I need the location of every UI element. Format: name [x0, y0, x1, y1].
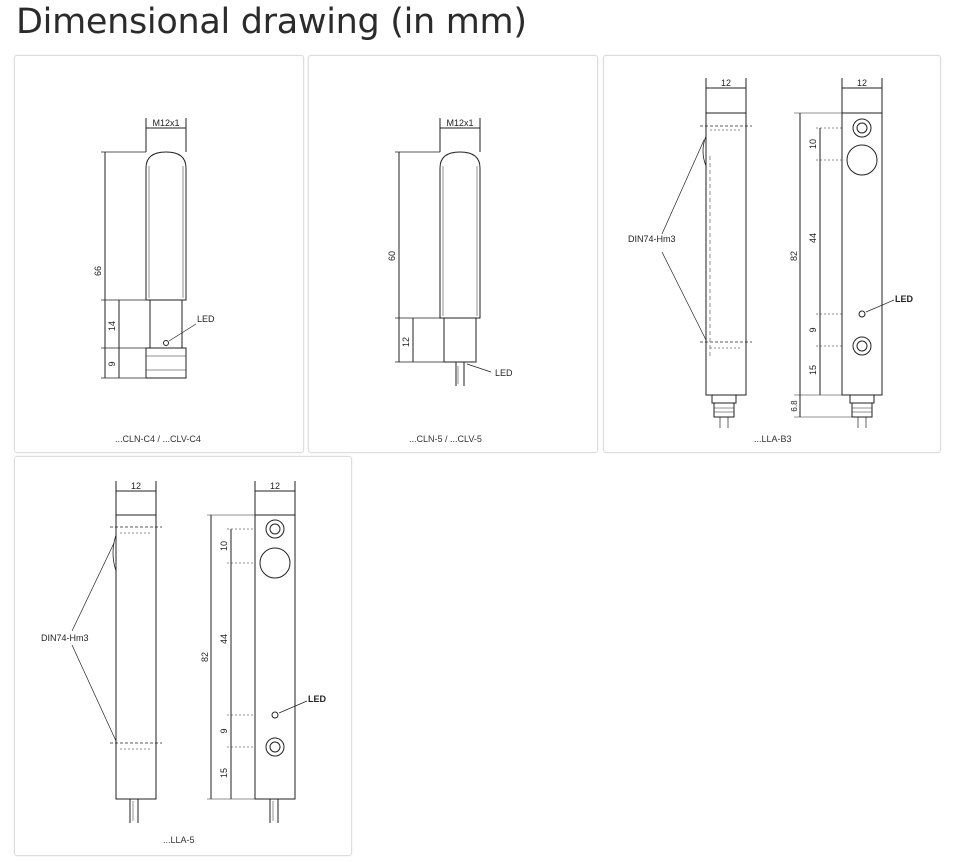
side-view-body: [115, 514, 157, 800]
dim-b-label: 44: [219, 634, 229, 644]
width-side-label: 12: [721, 78, 731, 88]
thread-label: M12x1: [446, 118, 473, 128]
mounting-hole-icon: [265, 737, 285, 757]
mounting-hole-icon: [852, 118, 872, 138]
led-indicator: [858, 310, 866, 318]
dim-total-label: 60: [387, 251, 397, 261]
width-front-label: 12: [857, 78, 867, 88]
dim-c-label: 9: [808, 327, 818, 332]
side-view-body: [705, 112, 747, 396]
sensor-body: [439, 151, 481, 319]
drawing-card-cln-5: M12x1 60 12 LED ...CLN-5 / ...CLV-5: [308, 55, 598, 453]
dim-e-label: 6.8: [790, 400, 799, 412]
drawing-card-lla-5: 12 12 DIN74-Hm3 10 44 82 9 15 LED ...LLA…: [14, 456, 352, 856]
drawing-caption: ...LLA-B3: [754, 434, 792, 444]
led-label: LED: [197, 314, 215, 324]
drawing-caption: ...CLN-C4 / ...CLV-C4: [115, 434, 201, 444]
width-front-label: 12: [270, 481, 280, 491]
dim-d-label: 15: [219, 768, 229, 778]
drawing-card-cln-c4: M12x1 66 14 9 LED ...CLN-C4 / ...CLV-C4: [14, 55, 304, 453]
din-label: DIN74-Hm3: [628, 234, 676, 244]
mounting-hole-icon: [265, 519, 285, 539]
dim-d-label: 15: [808, 365, 818, 375]
dim-mid-label: 14: [107, 321, 117, 331]
led-leader: [278, 700, 308, 714]
din-label: DIN74-Hm3: [41, 633, 89, 643]
connector: [851, 402, 873, 418]
sensor-housing: [443, 317, 477, 363]
led-label: LED: [895, 294, 914, 304]
dim-total-label: 82: [789, 251, 799, 261]
led-label: LED: [495, 368, 513, 378]
drawing-cln-c4: M12x1 66 14 9 LED: [93, 118, 215, 379]
thread-label: M12x1: [152, 118, 179, 128]
dim-total-label: 66: [93, 266, 103, 276]
din-leader: [661, 251, 707, 341]
drawing-caption: ...CLN-5 / ...CLV-5: [409, 434, 482, 444]
dim-a-label: 10: [219, 541, 229, 551]
led-leader: [168, 323, 197, 342]
sensing-face-icon: [846, 144, 878, 176]
drawing-cln-5: M12x1 60 12 LED: [387, 118, 513, 386]
dim-low-label: 12: [401, 337, 411, 347]
front-view-body: [841, 112, 883, 396]
connector: [713, 402, 735, 418]
width-side-label: 12: [131, 481, 141, 491]
sensor-body: [145, 151, 187, 301]
drawing-lla-b3: 12 12 DIN74-Hm3 10 44 82 9 15 6.8 LED: [628, 78, 914, 428]
dim-low-label: 9: [107, 361, 117, 366]
sensing-face-icon: [259, 547, 291, 579]
led-leader: [466, 363, 492, 373]
mounting-hole-icon: [852, 336, 872, 356]
dim-b-label: 44: [808, 233, 818, 243]
din-leader: [71, 644, 117, 742]
dim-total-label: 82: [200, 652, 210, 662]
page-title: Dimensional drawing (in mm): [16, 2, 527, 42]
drawing-card-lla-b3: 12 12 DIN74-Hm3 10 44 82 9 15 6.8 LED ..…: [603, 55, 941, 453]
dim-a-label: 10: [808, 139, 818, 149]
connector: [145, 347, 187, 379]
din-leader: [71, 542, 115, 632]
dim-c-label: 9: [219, 728, 229, 733]
din-leader: [661, 139, 705, 235]
led-leader: [865, 299, 895, 313]
drawing-caption: ...LLA-5: [163, 835, 195, 845]
drawing-lla-5: 12 12 DIN74-Hm3 10 44 82 9 15 LED: [41, 481, 327, 823]
led-indicator: [163, 340, 169, 346]
led-label: LED: [308, 694, 327, 704]
led-indicator: [271, 711, 279, 719]
